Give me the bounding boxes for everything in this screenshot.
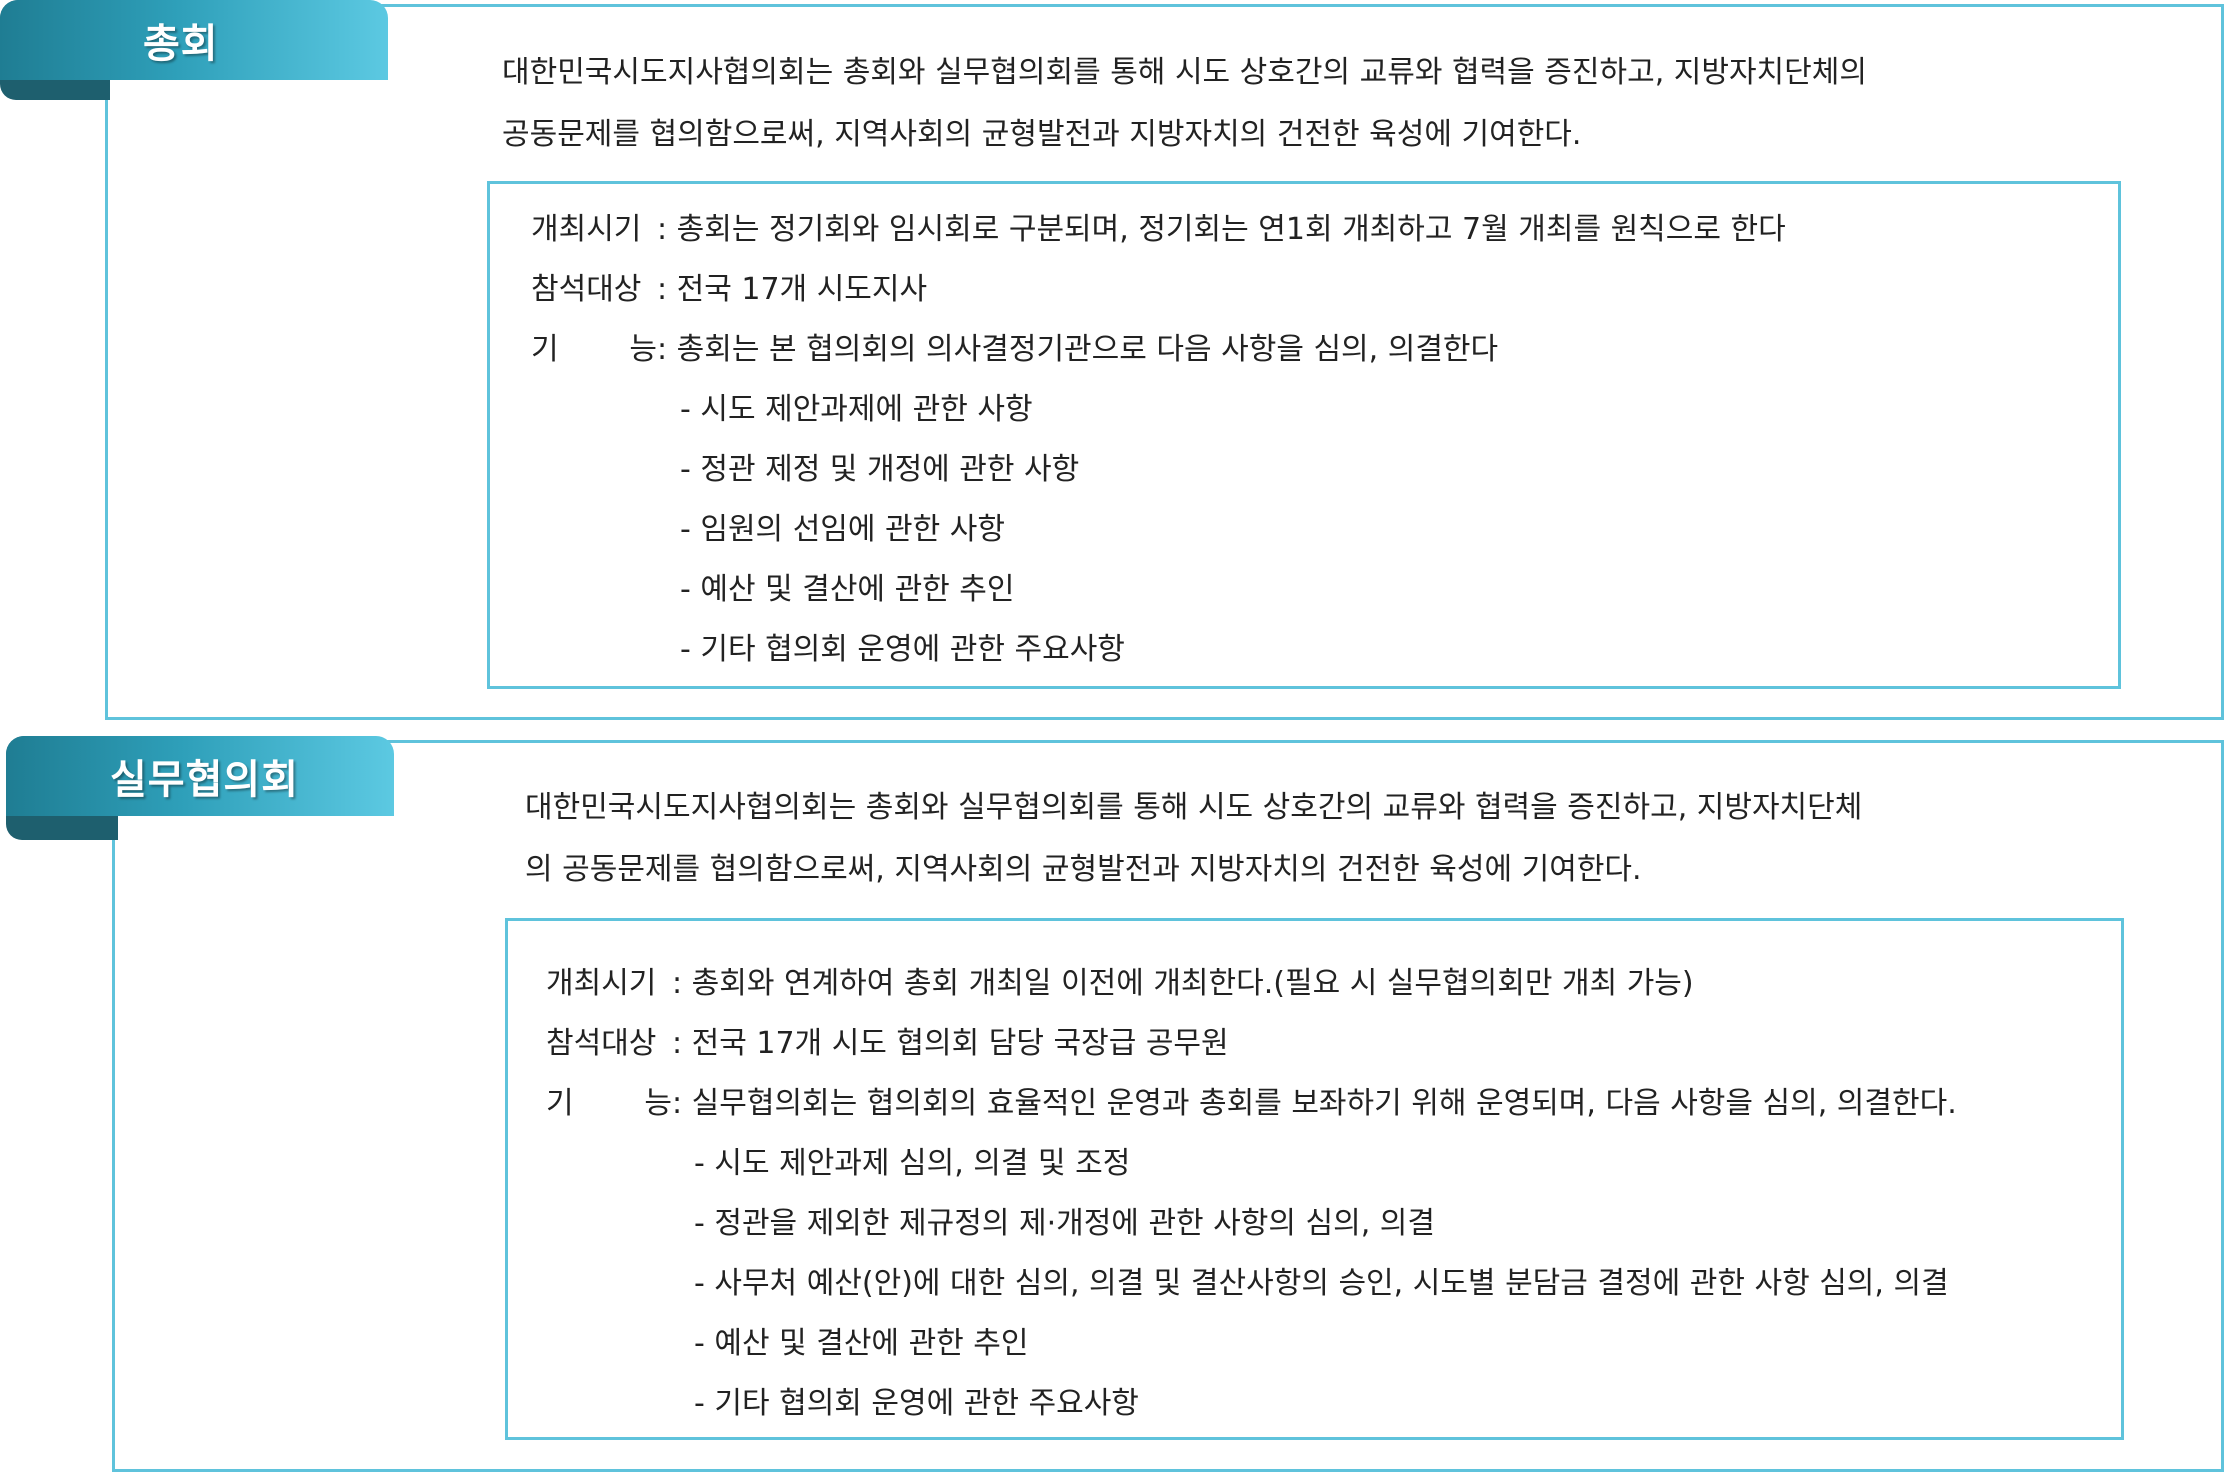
list-item: - 시도 제안과제에 관한 사항: [680, 392, 1033, 427]
list-item: - 기타 협의회 운영에 관한 주요사항: [680, 632, 1125, 667]
general-assembly-title: 총회: [0, 0, 388, 80]
list-item: - 예산 및 결산에 관한 추인: [680, 572, 1015, 607]
function-label: 기 능: [546, 1086, 672, 1121]
working-council-title: 실무협의회: [6, 736, 394, 816]
function-label: 기 능: [531, 332, 657, 367]
intro-line: 대한민국시도지사협의회는 총회와 실무협의회를 통해 시도 상호간의 교류와 협…: [502, 55, 1867, 90]
function-text: : 총회는 본 협의회의 의사결정기관으로 다음 사항을 심의, 의결한다: [657, 332, 1499, 367]
list-item: - 임원의 선임에 관한 사항: [680, 512, 1005, 547]
function-text: : 실무협의회는 협의회의 효율적인 운영과 총회를 보좌하기 위해 운영되며,…: [672, 1086, 1957, 1121]
working-council-intro: 대한민국시도지사협의회는 총회와 실무협의회를 통해 시도 상호간의 교류와 협…: [525, 777, 1862, 901]
schedule-text: : 총회와 연계하여 총회 개최일 이전에 개최한다.(필요 시 실무협의회만 …: [672, 966, 1694, 1001]
attendees-label: 참석대상: [546, 1026, 657, 1061]
schedule-text: : 총회는 정기회와 임시회로 구분되며, 정기회는 연1회 개최하고 7월 개…: [657, 212, 1786, 247]
list-item: - 시도 제안과제 심의, 의결 및 조정: [694, 1146, 1131, 1181]
list-item: - 정관을 제외한 제규정의 제·개정에 관한 사항의 심의, 의결: [694, 1206, 1435, 1241]
schedule-label: 개최시기: [546, 966, 657, 1001]
attendees-text: : 전국 17개 시도 협의회 담당 국장급 공무원: [672, 1026, 1229, 1061]
general-assembly-intro: 대한민국시도지사협의회는 총회와 실무협의회를 통해 시도 상호간의 교류와 협…: [502, 42, 1867, 166]
general-assembly-details: [487, 181, 2121, 689]
intro-line: 의 공동문제를 협의함으로써, 지역사회의 균형발전과 지방자치의 건전한 육성…: [525, 852, 1642, 887]
list-item: - 예산 및 결산에 관한 추인: [694, 1326, 1029, 1361]
attendees-text: : 전국 17개 시도지사: [657, 272, 928, 307]
list-item: - 사무처 예산(안)에 대한 심의, 의결 및 결산사항의 승인, 시도별 분…: [694, 1266, 1949, 1301]
intro-line: 공동문제를 협의함으로써, 지역사회의 균형발전과 지방자치의 건전한 육성에 …: [502, 117, 1582, 152]
attendees-label: 참석대상: [531, 272, 642, 307]
working-council-details: [505, 918, 2124, 1440]
list-item: - 정관 제정 및 개정에 관한 사항: [680, 452, 1080, 487]
list-item: - 기타 협의회 운영에 관한 주요사항: [694, 1386, 1139, 1421]
schedule-label: 개최시기: [531, 212, 642, 247]
intro-line: 대한민국시도지사협의회는 총회와 실무협의회를 통해 시도 상호간의 교류와 협…: [525, 790, 1863, 825]
